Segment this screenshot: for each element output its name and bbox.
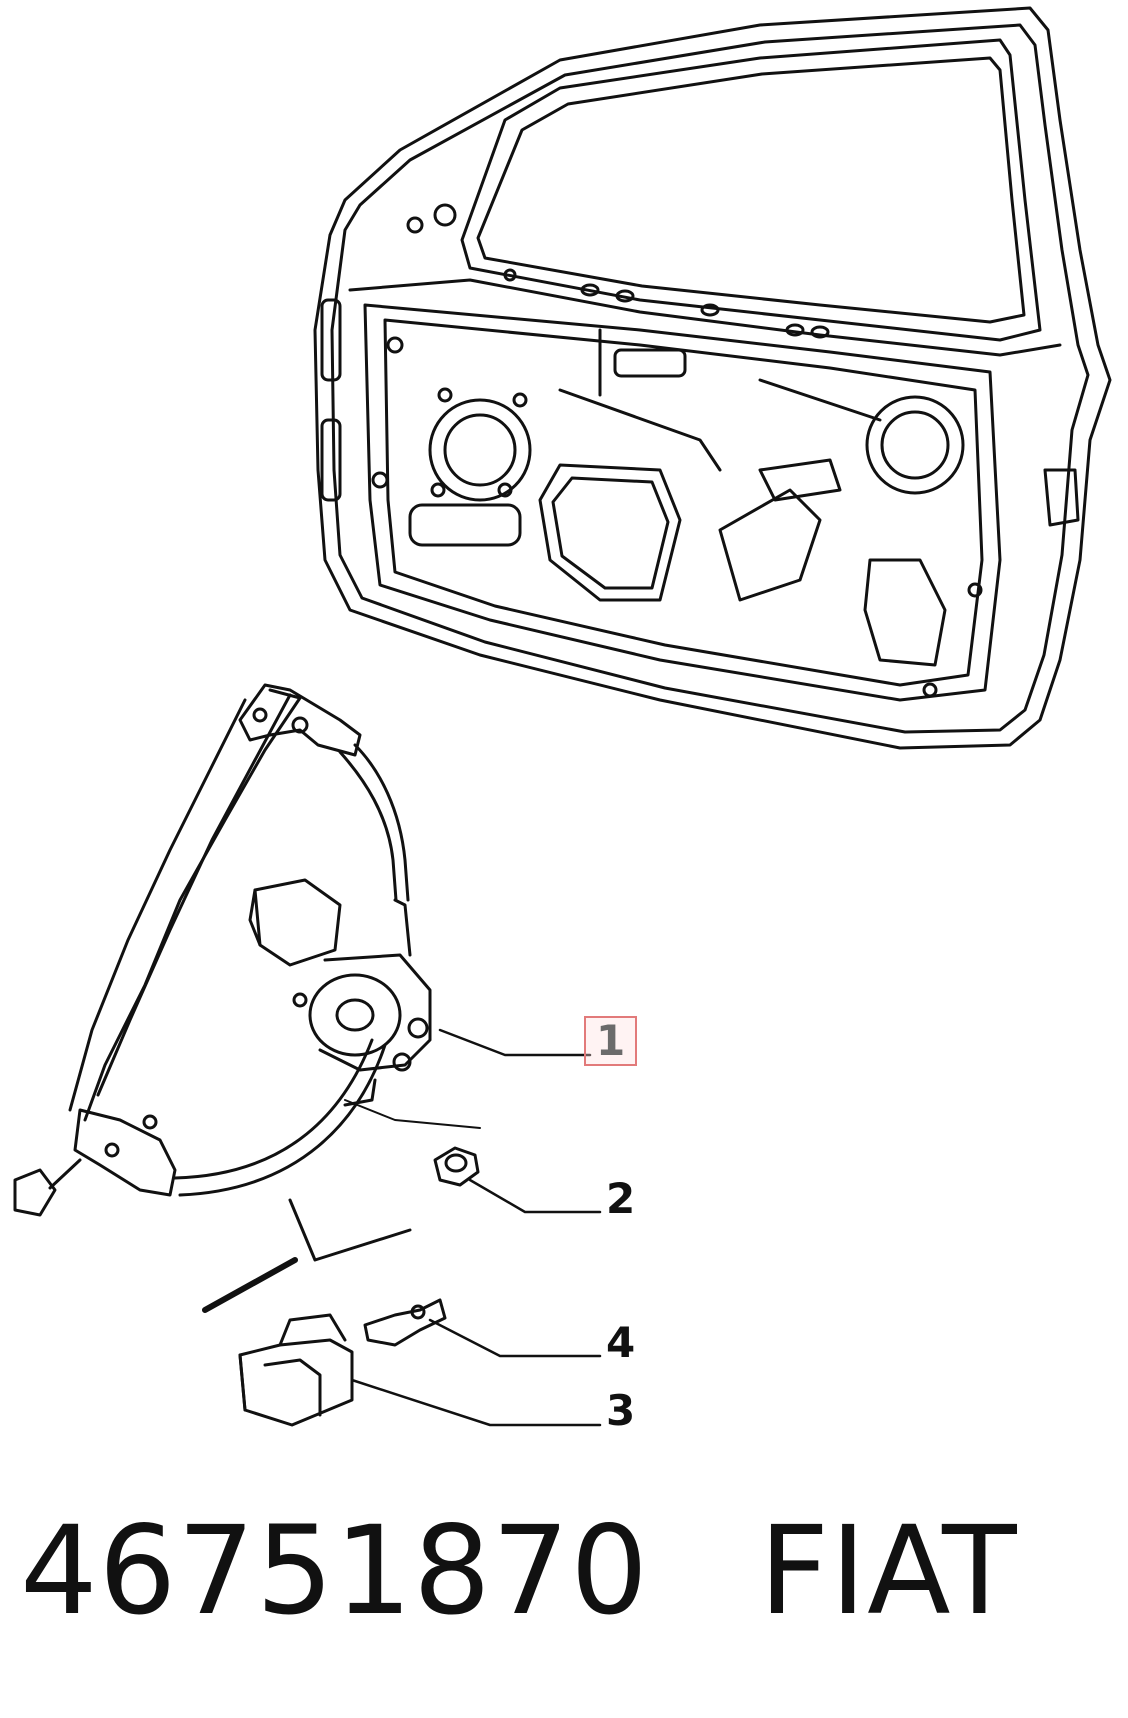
callout-label-4: 4 bbox=[606, 1318, 636, 1367]
callout-label-3: 3 bbox=[606, 1386, 636, 1435]
brand-name: FIAT bbox=[758, 1500, 1018, 1642]
part-caption: 46751870 FIAT bbox=[20, 1500, 1018, 1642]
part-2-nut bbox=[433, 1146, 602, 1214]
window-regulator bbox=[13, 683, 592, 1217]
callout-label-2: 2 bbox=[606, 1174, 636, 1223]
part-3-block bbox=[238, 1313, 602, 1427]
callout-label-1: 1 bbox=[583, 1016, 638, 1066]
part-4-clip bbox=[363, 1298, 602, 1358]
door-panel bbox=[313, 6, 1112, 750]
part-number: 46751870 bbox=[20, 1500, 649, 1642]
assembly-arrow bbox=[202, 1198, 412, 1313]
